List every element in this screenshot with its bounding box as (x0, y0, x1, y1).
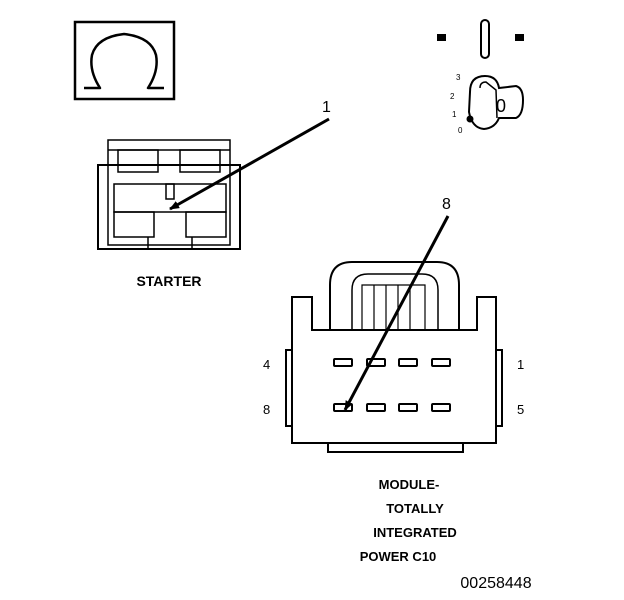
cavity-3 (366, 358, 386, 367)
figure-id: 00258448 (460, 575, 531, 592)
ignition-key-label: 0 (496, 96, 506, 116)
pin-label-top-left: 4 (263, 357, 270, 372)
callout-8-arrow (343, 215, 450, 411)
callout-8-number: 8 (442, 196, 451, 213)
starter-label: STARTER (136, 273, 201, 289)
cavity-5 (431, 403, 451, 412)
ignition-position-3: 3 (456, 73, 461, 82)
ignition-position-2: 2 (450, 92, 455, 101)
ignition-position-0: 0 (458, 126, 463, 135)
module-label-line-4: POWER C10 (360, 549, 437, 564)
pin-cavities (333, 358, 451, 412)
ohmmeter-icon (73, 20, 176, 101)
ignition-position-1: 1 (452, 110, 457, 119)
ignition-switch-icon: 0 3 2 1 0 (437, 19, 525, 135)
module-connector (285, 261, 503, 453)
pin-label-bottom-left: 8 (263, 402, 270, 417)
module-label-line-3: INTEGRATED (373, 525, 457, 540)
cavity-6 (398, 403, 418, 412)
cavity-1 (431, 358, 451, 367)
pin-label-top-right: 1 (517, 357, 524, 372)
pin-label-bottom-right: 5 (517, 402, 524, 417)
module-label-line-1: MODULE- (379, 477, 440, 492)
starter-connector (97, 139, 241, 250)
cavity-4 (333, 358, 353, 367)
cavity-7 (366, 403, 386, 412)
callout-1-number: 1 (322, 99, 331, 116)
cavity-2 (398, 358, 418, 367)
callout-1-arrow (169, 117, 330, 211)
module-label-line-2: TOTALLY (386, 501, 444, 516)
